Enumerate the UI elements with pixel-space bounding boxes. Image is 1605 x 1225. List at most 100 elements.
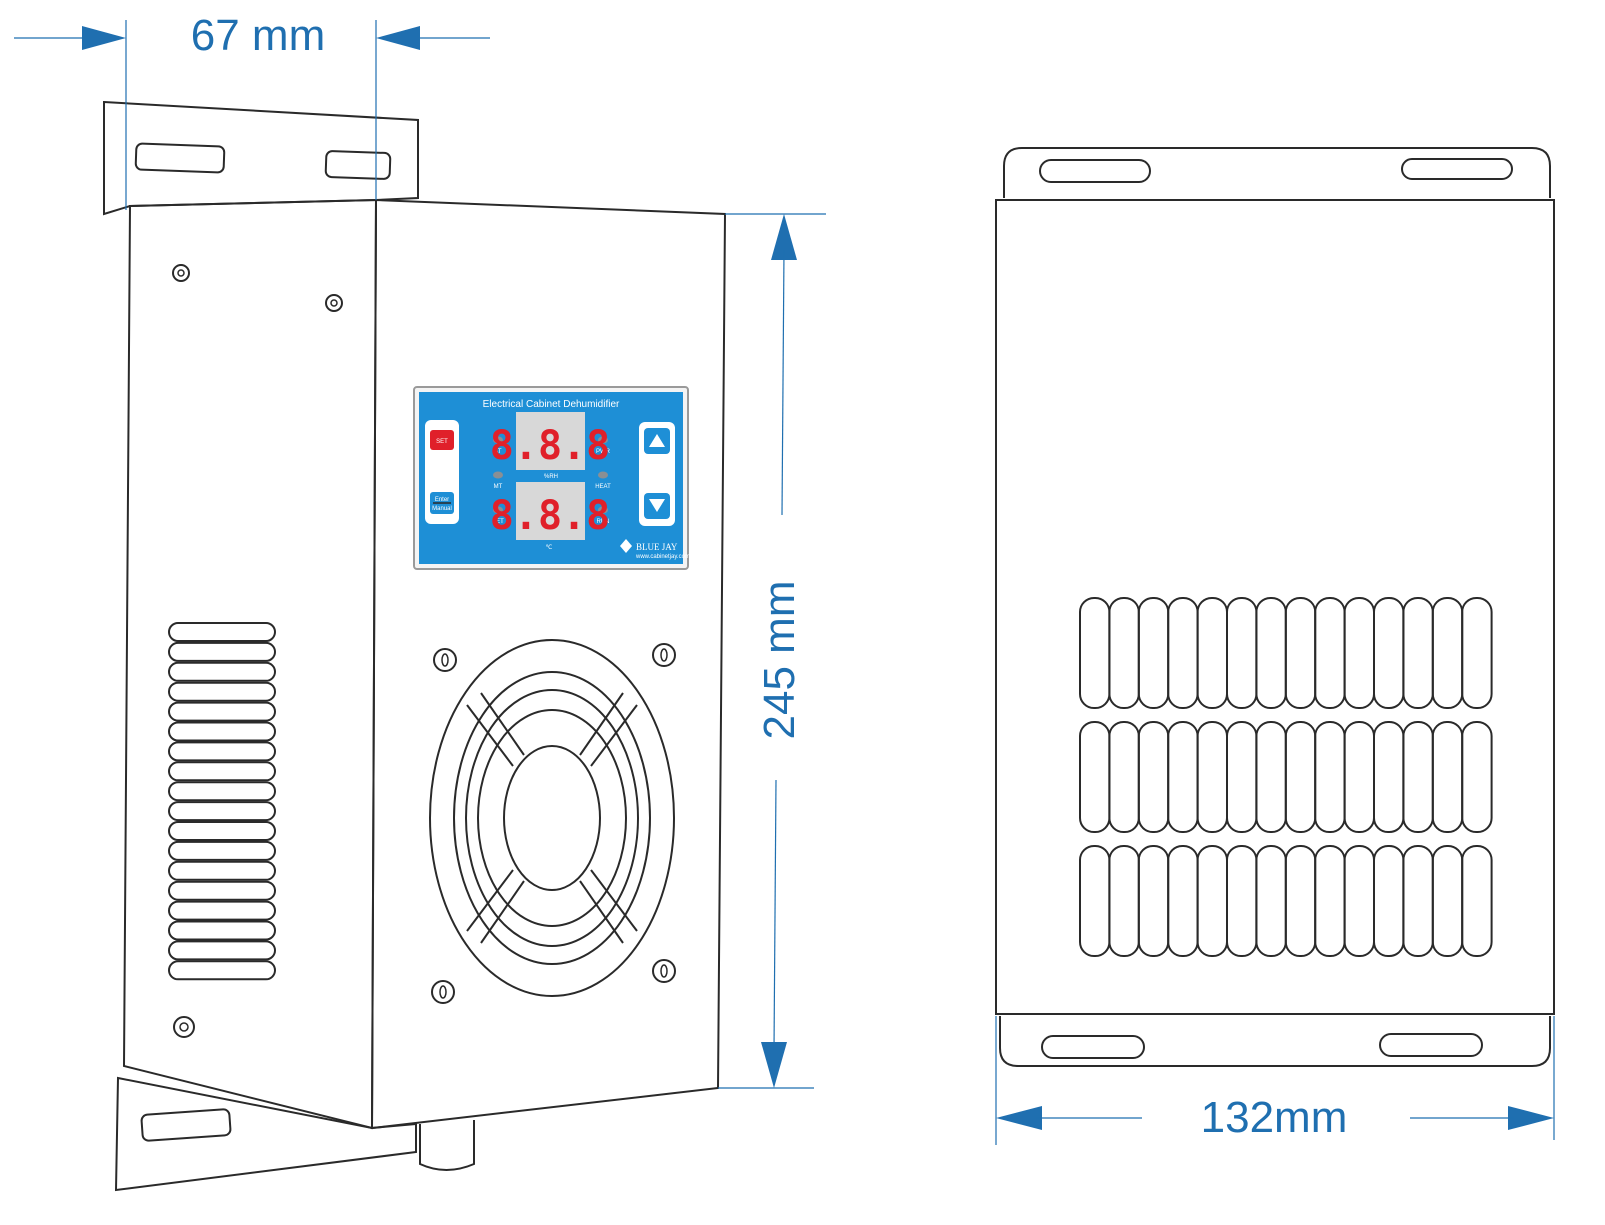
bracket-slot: [324, 150, 392, 180]
front-vent-slot: [1314, 597, 1346, 709]
side-vent-slot: [168, 622, 276, 642]
front-vent-slot: [1255, 597, 1287, 709]
bottom-bracket: [114, 1076, 417, 1192]
front-vent-slot: [1108, 845, 1140, 957]
status-led: [598, 436, 608, 444]
front-vent-slot: [1461, 845, 1493, 957]
front-vent-slot: [1402, 721, 1434, 833]
fan-screw: [433, 648, 457, 672]
side-vent-slot: [168, 900, 276, 921]
status-led: [598, 471, 608, 479]
height-dimension: 245 mm: [718, 213, 826, 1089]
side-vent-slot: [168, 801, 276, 822]
front-vent-slot: [1167, 597, 1199, 709]
front-vent-slot: [1343, 845, 1375, 957]
front-vent-slot: [1343, 597, 1375, 709]
front-vent-slot: [1226, 597, 1258, 709]
front-vent-slot: [1167, 721, 1199, 833]
front-body: [995, 199, 1555, 1015]
front-face: [370, 198, 727, 1130]
front-vent-slot: [1196, 845, 1228, 957]
front-vent-slot: [1461, 721, 1493, 833]
front-view: 132mm: [995, 147, 1555, 1145]
front-vent-slot: [1255, 721, 1287, 833]
tab-slot: [1401, 158, 1513, 180]
depth-dimension: 67 mm: [14, 11, 490, 210]
side-vent-slot: [168, 860, 276, 881]
front-vent-slot: [1137, 597, 1170, 709]
set-button[interactable]: [430, 430, 454, 450]
set-button-label: SET: [436, 439, 448, 445]
front-vent-slot: [1314, 721, 1346, 833]
front-vent-slot: [1167, 845, 1199, 957]
front-vents: [1079, 597, 1493, 957]
front-vent-slot: [1461, 597, 1493, 709]
front-vent-slot: [1431, 845, 1464, 957]
front-vent-slot: [1079, 597, 1111, 709]
front-vent-slot: [1079, 845, 1111, 957]
led-label: AT: [494, 449, 502, 455]
tab-slot: [1379, 1033, 1483, 1057]
side-vent-slot: [168, 920, 276, 941]
tab-slot: [1039, 159, 1151, 183]
front-vent-slot: [1402, 597, 1434, 709]
screw: [173, 1016, 195, 1038]
front-vent-slot: [1079, 721, 1111, 833]
front-vent-slot: [1255, 845, 1287, 957]
led-label: MT: [494, 484, 503, 490]
screw: [177, 269, 185, 277]
front-vent-slot: [1373, 721, 1405, 833]
panel-title: Electrical Cabinet Dehumidifier: [483, 399, 620, 410]
fan-screw: [652, 643, 676, 667]
side-vent-slot: [168, 960, 276, 981]
status-led: [493, 471, 503, 479]
fan-screw: [652, 959, 676, 983]
control-panel: Electrical Cabinet Dehumidifier SET Ente…: [413, 386, 690, 570]
side-vent-slot: [168, 721, 276, 742]
side-vent-slot: [168, 880, 276, 901]
side-vent-slot: [168, 661, 276, 682]
side-face: [122, 198, 378, 1130]
screw: [179, 1022, 189, 1032]
top-bracket: [103, 100, 419, 216]
screw: [172, 264, 190, 282]
front-vent-slot: [1431, 721, 1464, 833]
status-led: [493, 506, 503, 514]
led-label: PWR: [596, 449, 611, 455]
front-vent-slot: [1108, 597, 1140, 709]
front-vent-slot: [1284, 597, 1317, 709]
front-vent-slot: [1108, 721, 1140, 833]
manual-button-label: Manual: [432, 506, 452, 512]
status-led: [493, 436, 503, 444]
status-led: [598, 506, 608, 514]
display-top: [516, 412, 585, 470]
front-vent-slot: [1373, 845, 1405, 957]
side-vent-slot: [168, 681, 276, 702]
side-vent-slot: [168, 701, 276, 722]
side-vent-slot: [168, 781, 276, 802]
front-vent-slot: [1373, 597, 1405, 709]
led-label: HEAT: [595, 484, 611, 490]
display-bottom: [516, 482, 585, 540]
side-vent-slot: [168, 641, 276, 662]
bracket-slot: [140, 1108, 232, 1142]
front-vent-slot: [1196, 721, 1228, 833]
front-vent-slot: [1196, 597, 1228, 709]
side-vent-slot: [168, 821, 276, 841]
front-vent-slot: [1137, 845, 1170, 957]
brand-name: BLUE JAY: [636, 542, 678, 552]
side-vents: [168, 622, 276, 981]
width-dimension: 132mm: [995, 1016, 1555, 1145]
arrow-up-icon: [649, 434, 665, 447]
depth-label: 67 mm: [191, 11, 325, 60]
front-vent-slot: [1314, 845, 1346, 957]
top-tab: [1003, 147, 1551, 198]
tab-slot: [1041, 1035, 1145, 1059]
led-label: RUN: [597, 519, 610, 525]
right-led-group: PWR HEAT RUN: [595, 436, 611, 525]
drain-pipe: [419, 1120, 475, 1171]
screw: [325, 294, 343, 312]
screw: [330, 299, 338, 307]
